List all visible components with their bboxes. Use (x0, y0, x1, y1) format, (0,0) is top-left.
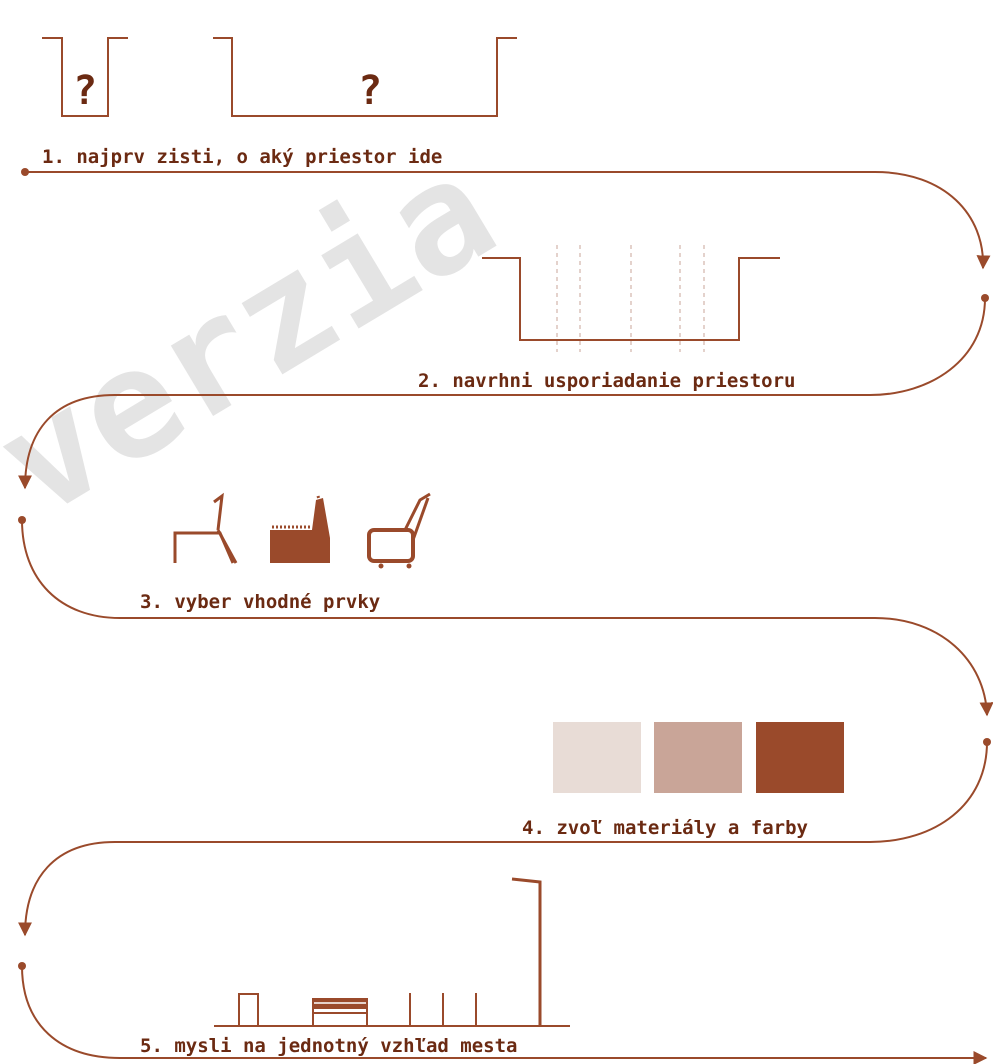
wide-space-question-mark: ? (358, 68, 382, 114)
step-1-label: 1. najprv zisti, o aký priestor ide (42, 146, 442, 168)
flow-segment-3 (21, 519, 993, 717)
step-3-label: 3. vyber vhodné prvky (140, 591, 380, 613)
flow-segment-1 (25, 171, 991, 270)
step-2-label: 2. navrhni usporiadanie priestoru (418, 370, 796, 392)
bollard-icons (409, 993, 477, 1026)
step-3-illustration (173, 492, 431, 569)
flow-path (18, 168, 993, 1064)
step-5-illustration (214, 877, 570, 1027)
layout-zone-lines (556, 245, 705, 352)
watermark-text: verzia (0, 123, 523, 551)
flow-dot-2 (981, 294, 989, 302)
narrow-space-outline (42, 37, 128, 117)
street-lamp-icon (511, 877, 542, 1026)
frame-chair-icon (367, 492, 431, 569)
kiosk-icon (238, 993, 259, 1027)
flow-segment-2 (18, 297, 986, 490)
flow-start-dot (21, 168, 29, 176)
flow-segment-4 (18, 741, 988, 937)
bench-icon (312, 998, 368, 1026)
step-4-label: 4. zvoľ materiály a farby (522, 817, 808, 839)
line-chair-icon (173, 492, 238, 564)
flow-segment-5 (21, 965, 988, 1064)
narrow-space-question-mark: ? (73, 68, 97, 114)
wide-space-outline (213, 37, 517, 117)
swatch-medium (654, 722, 742, 793)
flow-dot-4 (983, 738, 991, 746)
swatch-light (553, 722, 641, 793)
solid-bench-icon (270, 495, 330, 563)
step-4-illustration (553, 722, 844, 793)
swatch-dark (756, 722, 844, 793)
flow-dot-5 (18, 962, 26, 970)
step-2-illustration (482, 245, 780, 352)
step-5-label: 5. mysli na jednotný vzhľad mesta (140, 1035, 518, 1057)
step-1-illustration: ? ? (42, 37, 517, 117)
flow-dot-3 (18, 516, 26, 524)
street-section-outline (482, 257, 780, 341)
